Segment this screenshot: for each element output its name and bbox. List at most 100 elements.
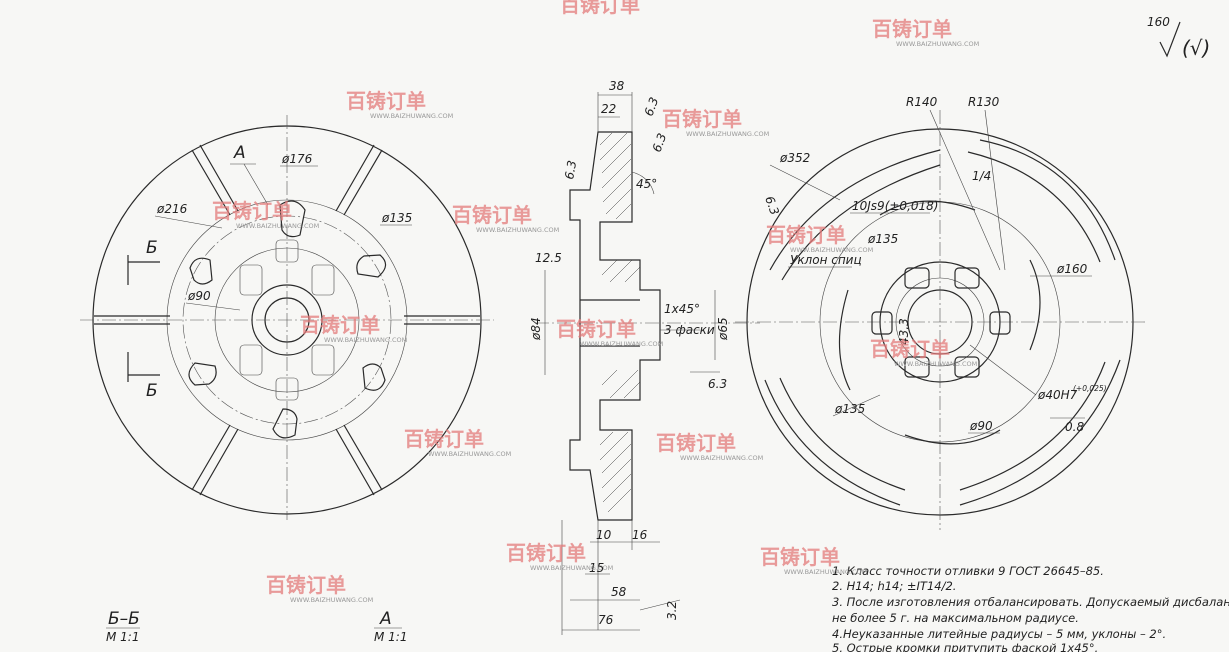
curved-vanes (764, 139, 1121, 506)
dim-d90: ø90 (187, 289, 211, 303)
svg-text:WWW.BAIZHUWANG.COM: WWW.BAIZHUWANG.COM (896, 40, 979, 48)
svg-text:百铸订单: 百铸订单 (506, 541, 586, 565)
dim-w76: 76 (598, 613, 614, 627)
vane-slots-left (188, 200, 387, 439)
hub-slots-right (871, 267, 1011, 378)
svg-text:WWW.BAIZHUWANG.COM: WWW.BAIZHUWANG.COM (324, 336, 407, 344)
right-view: R140 R130 ø352 6.3 1/4 10Js9(±0,018) ø13… (735, 95, 1145, 530)
dim-r140: R140 (906, 95, 938, 109)
svg-text:WWW.BAIZHUWANG.COM: WWW.BAIZHUWANG.COM (370, 112, 453, 120)
dim-bore: ø40H7 (1037, 388, 1078, 402)
dim-d135: ø135 (381, 211, 412, 225)
svg-text:WWW.BAIZHUWANG.COM: WWW.BAIZHUWANG.COM (580, 340, 663, 348)
dim-r63a: 6.3 (642, 95, 662, 118)
dim-w10: 10 (596, 528, 612, 542)
dim-d65: ø65 (716, 317, 730, 341)
dim-d352: ø352 (779, 151, 810, 165)
roughness-symbol: 160 (√) (1147, 15, 1210, 60)
dim-d135-right-top: ø135 (867, 232, 898, 246)
svg-text:百铸订单: 百铸订单 (266, 573, 346, 597)
dim-d176: ø176 (281, 152, 313, 166)
dim-d90-right: ø90 (969, 419, 993, 433)
svg-text:百铸订单: 百铸订单 (404, 427, 484, 451)
caption-bb-title: Б–Б (108, 609, 140, 629)
caption-a-title: A (379, 609, 392, 629)
dim-d135-right-bottom: ø135 (834, 402, 865, 416)
technical-notes: 1. Класс точности отливки 9 ГОСТ 26645–8… (832, 564, 1229, 652)
svg-text:WWW.BAIZHUWANG.COM: WWW.BAIZHUWANG.COM (290, 596, 373, 604)
note-2: 2. H14; h14; ±IT14/2. (832, 579, 956, 593)
dim-d160: ø160 (1056, 262, 1088, 276)
dim-d84: ø84 (529, 317, 543, 341)
note-3: 3. После изготовления отбалансировать. Д… (832, 595, 1229, 609)
svg-text:WWW.BAIZHUWANG.COM: WWW.BAIZHUWANG.COM (790, 246, 873, 254)
dim-r130: R130 (968, 95, 1000, 109)
note-5: 5. Острые кромки притупить фаской 1x45°. (832, 641, 1098, 652)
hatch-upper (599, 132, 641, 283)
dim-w22: 22 (601, 102, 616, 116)
dim-w433: 43.3 (897, 318, 911, 345)
left-view: Б Б A ø176 ø216 ø135 ø90 (80, 115, 494, 520)
svg-text:WWW.BAIZHUWANG.COM: WWW.BAIZHUWANG.COM (784, 568, 867, 576)
section-letter-b-top: Б (146, 238, 158, 258)
note-4: 4.Неуказанные литейные радиусы – 5 мм, у… (832, 627, 1166, 641)
dim-r63-right: 6.3 (762, 194, 782, 217)
svg-text:WWW.BAIZHUWANG.COM: WWW.BAIZHUWANG.COM (476, 226, 559, 234)
svg-text:百铸订单: 百铸订单 (556, 317, 636, 341)
dim-r32: 3.2 (665, 601, 679, 620)
svg-text:WWW.BAIZHUWANG.COM: WWW.BAIZHUWANG.COM (894, 360, 977, 368)
svg-text:百铸订单: 百铸订单 (452, 203, 532, 227)
caption-bb-scale: М 1:1 (106, 630, 139, 644)
watermark: 百铸订单 (560, 0, 640, 17)
section-marker-bottom: Б (127, 352, 160, 401)
middle-section-view: 38 22 6.3 6.3 6.3 45° 12.5 ø84 ø65 1x45°… (529, 79, 760, 635)
section-letter-b-bottom: Б (146, 381, 158, 401)
dim-r08: 0.8 (1065, 420, 1084, 434)
dim-r63b: 6.3 (650, 131, 670, 154)
label-slope: Уклон спиц (790, 253, 862, 267)
svg-text:百铸订单: 百铸订单 (300, 313, 380, 337)
dim-w38: 38 (609, 79, 625, 93)
dim-w58: 58 (611, 585, 627, 599)
dim-keyway: 10Js9(±0,018) (852, 199, 938, 213)
dim-r63c: 6.3 (562, 159, 579, 180)
dim-chamfer: 1x45° (664, 302, 700, 316)
caption-view-a: A М 1:1 (374, 609, 407, 644)
dim-bore-tolerance: (+0,025) (1073, 384, 1107, 393)
svg-text:百铸订单: 百铸订单 (760, 545, 840, 569)
caption-section-bb: Б–Б М 1:1 (106, 609, 140, 644)
dim-d216: ø216 (156, 202, 188, 216)
roughness-value: 160 (1147, 15, 1170, 29)
roughness-general: (√) (1182, 36, 1210, 60)
dim-angle45: 45° (636, 177, 657, 191)
svg-text:百铸订单: 百铸订单 (212, 199, 292, 223)
svg-text:百铸订单: 百铸订单 (560, 0, 640, 17)
note-3-cont: не более 5 г. на максимальном радиусе. (832, 611, 1079, 625)
section-marker-top: Б (127, 238, 160, 285)
dim-w16: 16 (632, 528, 648, 542)
svg-text:百铸订单: 百铸订单 (872, 17, 952, 41)
svg-text:百铸订单: 百铸订单 (662, 107, 742, 131)
dim-d125: 12.5 (535, 251, 562, 265)
svg-text:WWW.BAIZHUWANG.COM: WWW.BAIZHUWANG.COM (686, 130, 769, 138)
svg-text:WWW.BAIZHUWANG.COM: WWW.BAIZHUWANG.COM (530, 564, 613, 572)
note-1: 1. Класс точности отливки 9 ГОСТ 26645–8… (832, 564, 1104, 578)
svg-text:百铸订单: 百铸订单 (346, 89, 426, 113)
dim-w15: 15 (589, 561, 604, 575)
